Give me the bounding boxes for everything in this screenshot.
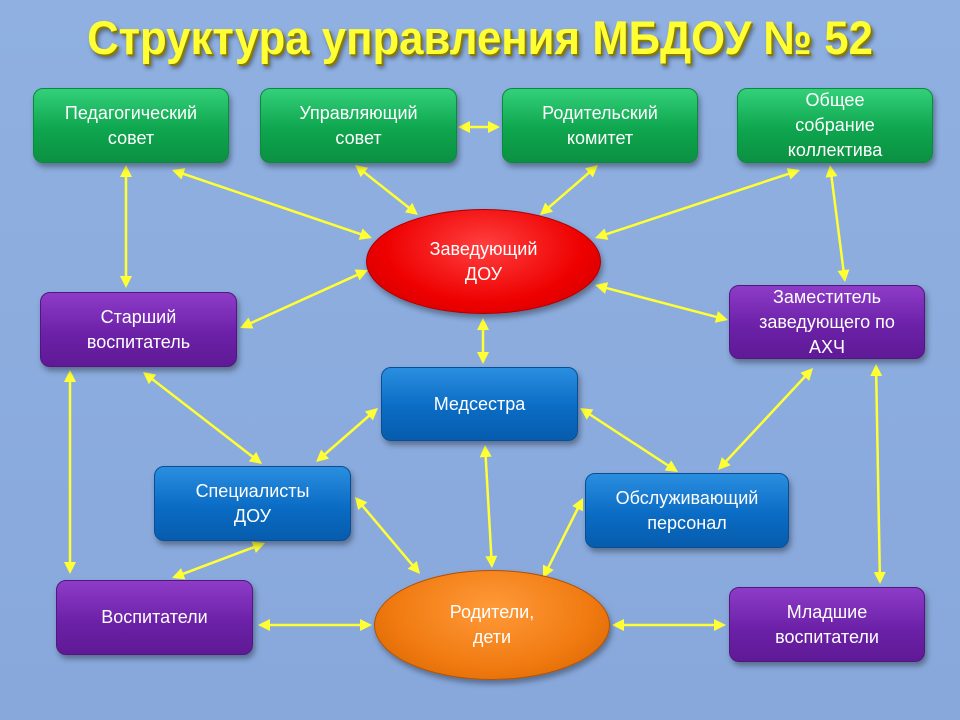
- arrow-head: [358, 228, 372, 240]
- node-head: Заведующий ДОУ: [366, 209, 601, 314]
- double-arrow: [316, 408, 378, 462]
- double-arrow: [825, 165, 850, 282]
- node-parent-committee: Родительский комитет: [502, 88, 698, 163]
- node-senior-educator: Старший воспитатель: [40, 292, 237, 367]
- arrow-head: [488, 121, 500, 133]
- arrow-head: [714, 311, 728, 323]
- arrow-line: [246, 272, 362, 326]
- arrow-head: [407, 560, 420, 574]
- double-arrow: [355, 497, 420, 574]
- arrow-line: [359, 502, 416, 569]
- double-arrow: [612, 619, 726, 631]
- arrow-head: [360, 619, 372, 631]
- double-arrow: [477, 318, 489, 364]
- double-arrow: [258, 619, 372, 631]
- arrow-head: [172, 568, 186, 580]
- arrow-head: [64, 370, 76, 382]
- arrow-head: [258, 619, 270, 631]
- double-arrow: [870, 364, 886, 584]
- arrow-head: [718, 457, 731, 470]
- arrow-line: [586, 411, 672, 469]
- double-arrow: [458, 121, 500, 133]
- arrow-head: [873, 571, 886, 584]
- arrow-line: [148, 375, 257, 461]
- arrow-head: [595, 282, 609, 294]
- double-arrow: [143, 372, 262, 464]
- arrow-head: [580, 408, 594, 420]
- arrow-head: [120, 276, 132, 288]
- arrow-head: [354, 269, 368, 281]
- arrow-head: [870, 364, 883, 377]
- arrow-head: [543, 564, 554, 578]
- arrow-head: [458, 121, 470, 133]
- arrow-line: [484, 452, 493, 561]
- arrow-line: [829, 172, 846, 275]
- arrow-head: [800, 368, 813, 381]
- arrow-head: [584, 165, 598, 178]
- double-arrow: [580, 408, 678, 472]
- arrow-line: [545, 504, 581, 572]
- page-title: Структура управления МБДОУ № 52: [87, 11, 873, 64]
- double-arrow: [240, 269, 368, 329]
- double-arrow: [172, 541, 265, 580]
- arrow-head: [251, 541, 265, 553]
- double-arrow: [355, 165, 418, 215]
- arrow-line: [179, 171, 365, 237]
- arrow-head: [825, 165, 838, 178]
- arrow-head: [837, 269, 850, 282]
- arrow-head: [355, 497, 368, 511]
- double-arrow: [64, 370, 76, 574]
- node-pedagogical-council: Педагогический совет: [33, 88, 229, 163]
- arrow-head: [664, 460, 678, 472]
- double-arrow: [595, 168, 800, 240]
- arrow-head: [572, 498, 583, 512]
- arrow-line: [722, 373, 809, 465]
- double-arrow: [120, 165, 132, 288]
- arrow-head: [172, 168, 186, 180]
- arrow-head: [477, 318, 489, 330]
- node-specialists: Специалисты ДОУ: [154, 466, 351, 541]
- double-arrow: [540, 165, 598, 215]
- arrow-head: [714, 619, 726, 631]
- arrow-line: [874, 371, 882, 577]
- node-service-staff: Обслуживающий персонал: [585, 473, 789, 548]
- arrow-head: [612, 619, 624, 631]
- node-deputy-head: Заместитель заведующего по АХЧ: [729, 285, 925, 359]
- arrow-head: [477, 352, 489, 364]
- arrow-head: [540, 202, 554, 215]
- arrow-head: [355, 165, 369, 178]
- arrow-line: [321, 412, 373, 458]
- arrow-head: [479, 445, 492, 458]
- node-nurse: Медсестра: [381, 367, 578, 441]
- arrow-head: [404, 202, 418, 215]
- arrow-line: [602, 171, 793, 237]
- arrow-line: [360, 168, 413, 212]
- arrow-head: [120, 165, 132, 177]
- node-educators: Воспитатели: [56, 580, 253, 655]
- arrow-head: [595, 228, 609, 240]
- node-general-meeting: Общее собрание коллектива: [737, 88, 933, 163]
- double-arrow: [479, 445, 498, 568]
- arrow-head: [143, 372, 157, 385]
- double-arrow: [718, 368, 813, 470]
- arrow-head: [786, 168, 800, 180]
- arrow-head: [240, 317, 254, 329]
- arrow-line: [602, 285, 721, 320]
- arrow-line: [545, 169, 593, 211]
- node-parents-children: Родители, дети: [374, 570, 610, 680]
- double-arrow: [595, 282, 728, 323]
- arrow-head: [316, 449, 329, 462]
- double-arrow: [172, 168, 372, 240]
- arrow-head: [248, 451, 262, 464]
- arrow-head: [365, 408, 378, 421]
- double-arrow: [543, 498, 583, 578]
- node-governing-council: Управляющий совет: [260, 88, 457, 163]
- node-junior-educators: Младшие воспитатели: [729, 587, 925, 662]
- arrow-line: [179, 544, 258, 577]
- arrow-head: [64, 562, 76, 574]
- arrow-head: [485, 555, 498, 568]
